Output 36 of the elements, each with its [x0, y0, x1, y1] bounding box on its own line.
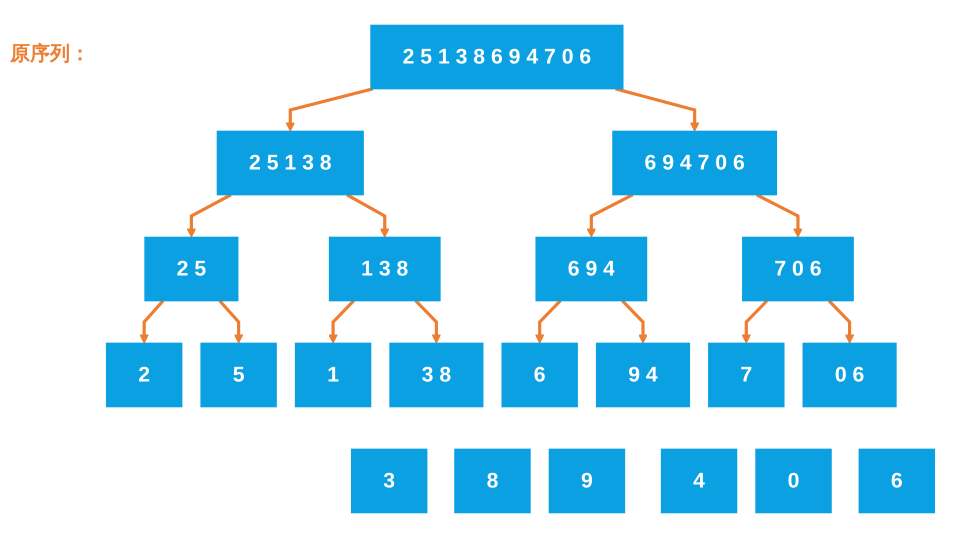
- arrow: [586, 193, 634, 238]
- node-box: 9: [548, 448, 626, 514]
- node-box: 5: [200, 342, 277, 408]
- node-box: 7: [708, 342, 785, 408]
- arrow: [286, 87, 374, 132]
- arrow: [414, 300, 442, 344]
- sequence-label: 原序列：: [10, 41, 90, 65]
- node-box: 2: [106, 342, 182, 408]
- node-box: 2 5: [144, 236, 238, 302]
- node-box: 7 0 6: [742, 236, 854, 302]
- node-box: 6: [501, 342, 578, 408]
- node-box: 9 4: [596, 342, 690, 408]
- arrow: [615, 87, 700, 132]
- arrow: [621, 300, 648, 344]
- node-box: 6 9 4: [535, 236, 648, 302]
- node-box: 1: [294, 342, 372, 408]
- node-box: 0 6: [802, 342, 897, 408]
- node-box: 2 5 1 3 8: [216, 130, 364, 196]
- arrow: [828, 300, 854, 344]
- arrow: [140, 300, 164, 344]
- arrow: [742, 300, 768, 344]
- node-box: 8: [454, 448, 531, 514]
- node-box: 2 5 1 3 8 6 9 4 7 0 6: [370, 24, 624, 90]
- node-box: 6 9 4 7 0 6: [612, 130, 778, 196]
- node-box: 4: [660, 448, 738, 514]
- node-box: 0: [755, 448, 832, 514]
- node-box: 3 8: [389, 342, 484, 408]
- arrow: [346, 193, 390, 238]
- arrow: [218, 300, 244, 344]
- arrow: [756, 193, 803, 238]
- node-box: 6: [858, 448, 936, 514]
- node-box: 3: [350, 448, 428, 514]
- arrow: [535, 300, 562, 344]
- node-box: 1 3 8: [328, 236, 441, 302]
- arrow: [328, 300, 355, 344]
- arrow: [186, 193, 232, 238]
